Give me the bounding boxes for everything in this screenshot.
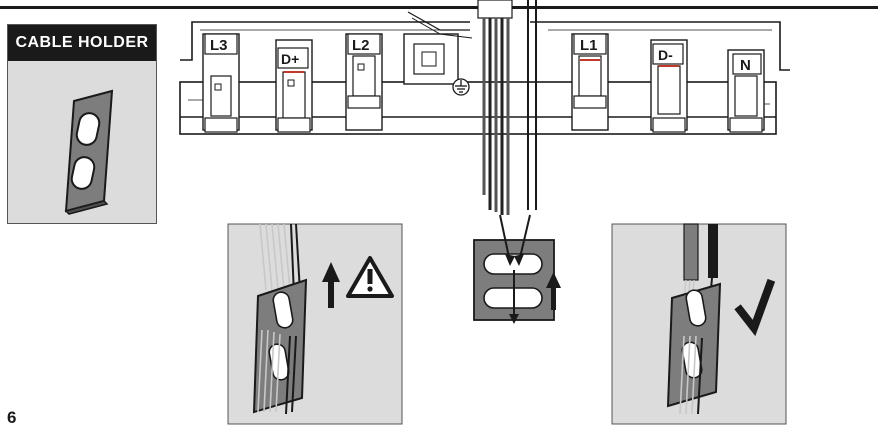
terminal-N: N xyxy=(727,49,765,133)
arrow-up-icon xyxy=(322,262,340,308)
cable-bundle xyxy=(477,0,537,215)
arrow-up-icon xyxy=(546,272,561,310)
terminal-D-minus: D- xyxy=(650,39,688,133)
cable-holder-plate xyxy=(64,89,114,215)
page-number: 6 xyxy=(7,408,17,427)
terminal-label-D-minus: D- xyxy=(658,47,673,63)
terminal-block-housing xyxy=(179,21,790,135)
cable-holder-illustration xyxy=(64,89,114,215)
terminal-L1: L1 xyxy=(571,33,609,131)
terminal-label-N: N xyxy=(740,57,751,74)
terminal-label-L3: L3 xyxy=(210,37,228,54)
terminal-D-plus: D+ xyxy=(275,39,313,133)
earth-ground-icon xyxy=(452,78,470,96)
terminal-label-L2: L2 xyxy=(352,37,370,54)
correct-way-panel xyxy=(611,223,787,425)
terminal-L2: L2 xyxy=(345,33,383,131)
top-rule xyxy=(0,6,878,9)
cable-holder-panel: CABLE HOLDER xyxy=(7,24,157,224)
warning-triangle-icon xyxy=(346,256,394,298)
terminal-label-L1: L1 xyxy=(580,37,598,54)
cable-holder-title: CABLE HOLDER xyxy=(8,25,156,61)
terminal-earth xyxy=(403,11,473,96)
terminal-L3: L3 xyxy=(202,33,240,133)
terminal-label-D-plus: D+ xyxy=(281,51,299,67)
checkmark-icon xyxy=(734,278,776,337)
wrong-way-panel xyxy=(227,223,403,425)
center-cable-holder xyxy=(473,214,561,324)
